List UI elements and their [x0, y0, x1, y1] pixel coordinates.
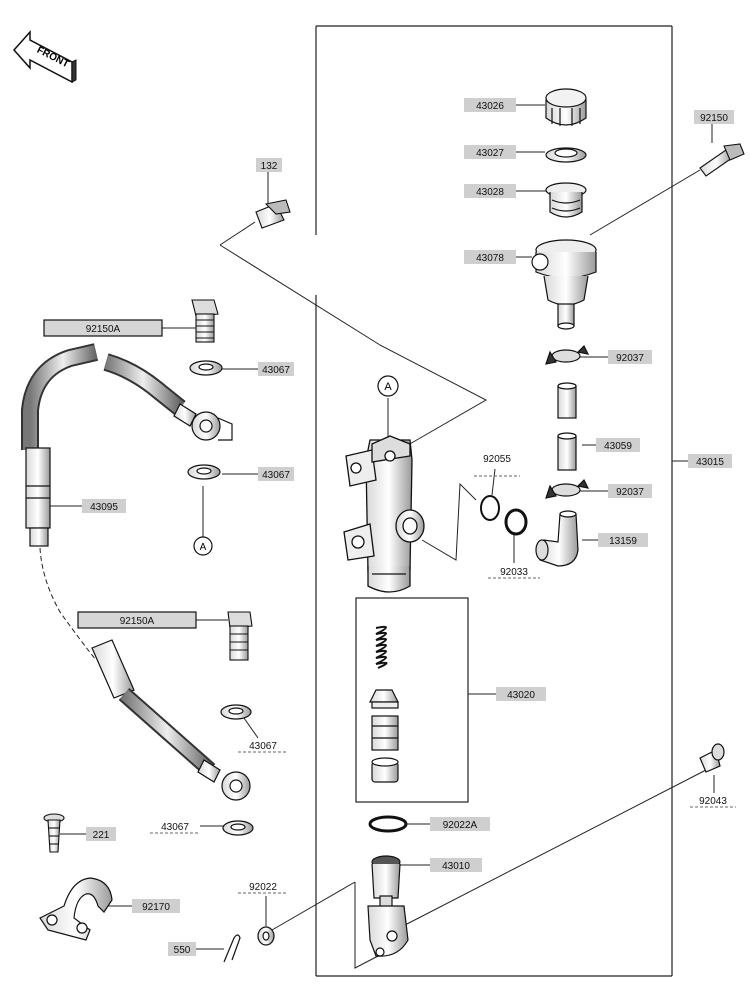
part-labels: 43026 43027 43028 43078 92150 132 92150A…: [86, 101, 729, 956]
label-92150: 92150: [700, 113, 728, 124]
label-43010: 43010: [442, 861, 470, 872]
assembly-frame: [315, 25, 673, 977]
washer-92022-part: [257, 926, 275, 946]
reservoir-hose-part: [557, 382, 577, 471]
label-13159: 13159: [609, 536, 637, 547]
label-221: 221: [93, 830, 110, 841]
label-43026: 43026: [476, 101, 504, 112]
label-550: 550: [174, 945, 191, 956]
washer-upper-part: [189, 360, 223, 376]
diaphragm-part: [545, 182, 587, 218]
label-backgrounds: [82, 98, 734, 956]
o-ring-part: [480, 495, 500, 521]
brake-hose-lower-part: [91, 639, 251, 801]
label-43020: 43020: [507, 690, 535, 701]
banjo-bolt-lower-part: [227, 611, 253, 661]
front-arrow-icon: FRONT: [12, 30, 77, 84]
label-43078: 43078: [476, 253, 504, 264]
label-frames: [43, 319, 197, 629]
reservoir-part: [531, 239, 597, 330]
callout-marker-left: A: [193, 536, 213, 556]
hose-clip-upper-part: [545, 344, 590, 365]
callout-letter-left: A: [200, 542, 207, 553]
label-92170: 92170: [142, 902, 170, 913]
label-92037-lower: 92037: [616, 487, 644, 498]
washer-second-part: [187, 464, 221, 480]
banjo-bolt-upper-part: [191, 299, 219, 343]
washer-fourth-part: [222, 820, 254, 836]
circlip-92022A-part: [368, 815, 408, 833]
label-92022: 92022: [249, 882, 277, 893]
diaphragm-plate-part: [545, 147, 587, 163]
callout-letter-upper: A: [384, 381, 392, 393]
label-43027: 43027: [476, 148, 504, 159]
bolt-132-part: [255, 199, 291, 229]
label-92037-upper: 92037: [616, 353, 644, 364]
kit-box-43020: [355, 597, 469, 803]
brake-hose-upper-part: [21, 343, 233, 547]
label-132: 132: [261, 161, 278, 172]
clevis-pin-part: [699, 743, 725, 773]
washer-third-part: [220, 704, 252, 720]
label-43067-fourth: 43067: [161, 822, 189, 833]
label-43015: 43015: [696, 457, 724, 468]
callout-marker-upper: A: [377, 375, 399, 397]
label-43028: 43028: [476, 187, 504, 198]
label-43059: 43059: [604, 441, 632, 452]
master-cylinder-body-part: [343, 435, 425, 593]
elbow-fitting-part: [535, 510, 579, 567]
screw-221-part: [43, 813, 65, 853]
label-92055: 92055: [483, 454, 511, 465]
cotter-pin-part: [223, 934, 241, 963]
leader-lines: [39, 104, 715, 969]
circlip-part: [504, 508, 528, 536]
label-92022A: 92022A: [443, 820, 478, 831]
reservoir-cap-part: [545, 88, 587, 126]
label-dashed-underlines: [150, 475, 736, 894]
clamp-part: [39, 877, 113, 941]
label-92033: 92033: [500, 567, 528, 578]
label-43067-second: 43067: [262, 470, 290, 481]
piston-kit-part: [369, 625, 399, 783]
label-92150A-lower: 92150A: [120, 616, 155, 627]
label-43067-upper: 43067: [262, 365, 290, 376]
label-92150A-upper: 92150A: [86, 324, 121, 335]
label-92043: 92043: [699, 796, 727, 807]
bolt-92150-part: [699, 143, 745, 177]
push-rod-part: [367, 855, 409, 957]
hose-clip-lower-part: [545, 478, 590, 499]
label-43095: 43095: [90, 502, 118, 513]
label-43067-third: 43067: [249, 741, 277, 752]
